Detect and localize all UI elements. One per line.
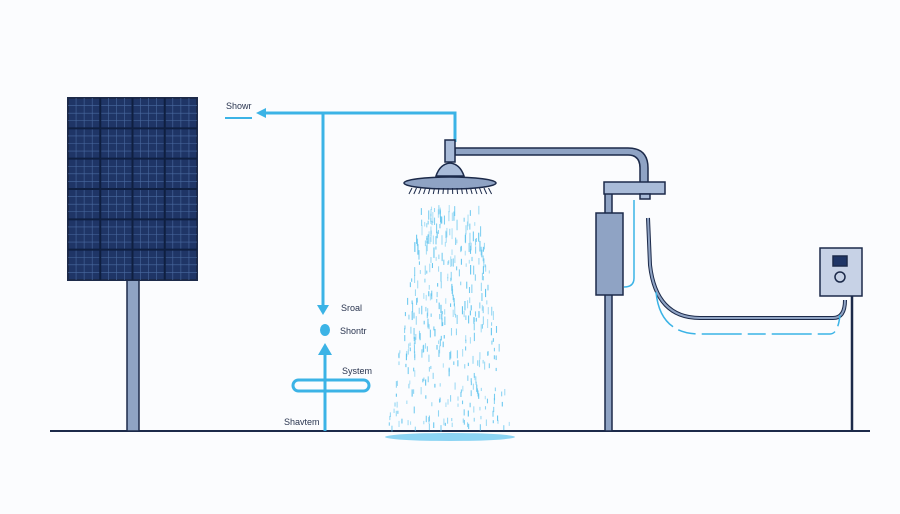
shower-head: [403, 139, 649, 195]
blue-return-line: [655, 291, 841, 335]
control-box: [819, 247, 863, 431]
label-system: System: [342, 366, 373, 376]
label-shontr: Shontr: [340, 326, 367, 336]
hose: [646, 217, 847, 320]
label-showr: Showr: [226, 101, 252, 111]
water-puddle: [385, 433, 515, 441]
label-shavtem: Shavtem: [284, 417, 320, 427]
water-heater-unit: [595, 181, 666, 432]
water-spray: [388, 205, 510, 432]
blue-flow-line: [225, 108, 457, 431]
solar-panel: [67, 97, 198, 432]
label-sroal: Sroal: [341, 303, 363, 313]
blue-feed-line: [623, 200, 635, 288]
